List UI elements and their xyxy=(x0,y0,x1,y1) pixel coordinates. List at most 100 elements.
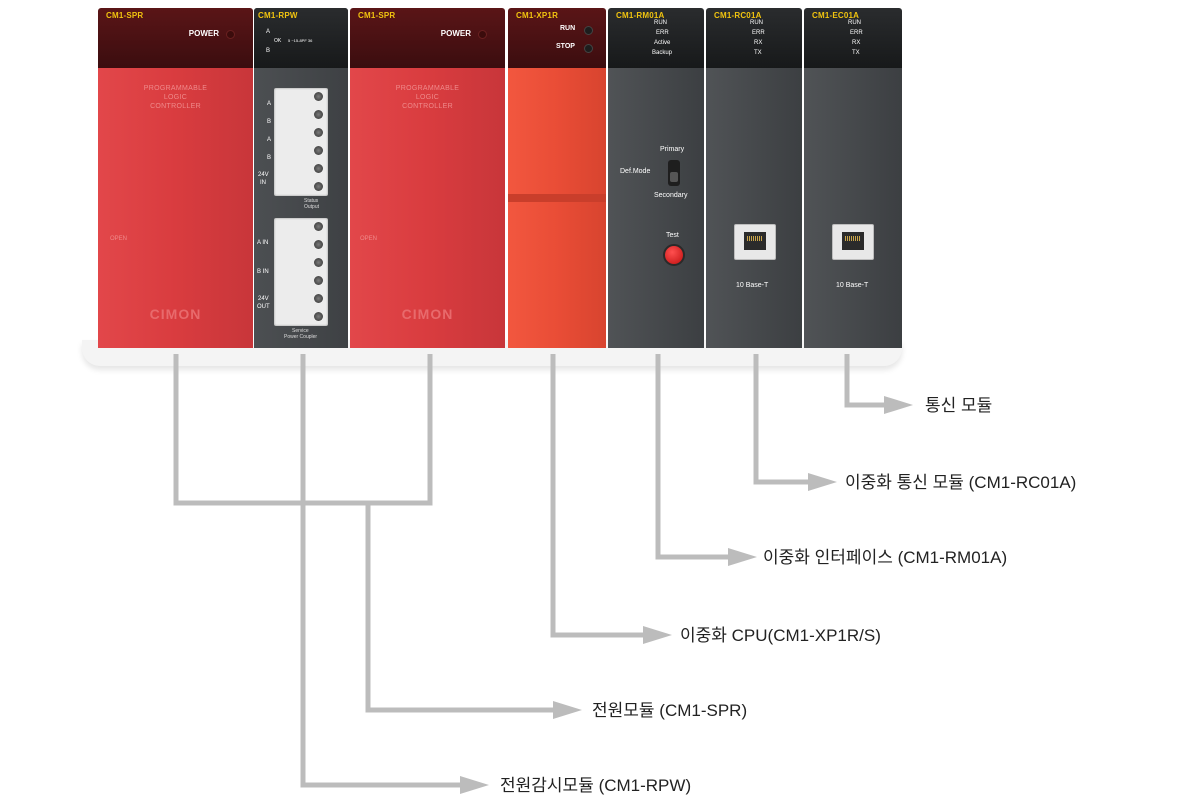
callout-comm-module: 통신 모듈 xyxy=(925,396,993,415)
module-rm01a-body: Primary Def.Mode Secondary Test xyxy=(608,68,704,348)
secondary-label: Secondary xyxy=(654,192,688,199)
callout-rpw: 전원감시모듈 (CM1-RPW) xyxy=(500,776,692,795)
terminal-block-lower xyxy=(274,218,328,326)
arrow-icon xyxy=(728,548,757,566)
a-in-label: A IN xyxy=(257,240,269,246)
arrow-icon xyxy=(553,701,582,719)
tx-label: TX xyxy=(852,50,860,56)
tx-label: TX xyxy=(754,50,762,56)
callout-rc01a: 이중화 통신 모듈 (CM1-RC01A) xyxy=(845,473,1077,492)
comm-callout-line xyxy=(844,354,884,408)
open-label: OPEN xyxy=(110,236,128,242)
cpu-callout-line xyxy=(550,354,643,638)
ok-label: OK xyxy=(274,38,282,44)
module-spr-1-title: CM1-SPR xyxy=(106,11,144,20)
module-spr-2: CM1-SPR POWER PROGRAMMABLE LOGIC CONTROL… xyxy=(350,8,505,348)
module-spr-1: CM1-SPR POWER PROGRAMMABLE LOGIC CONTROL… xyxy=(98,8,253,348)
screw-icon xyxy=(314,146,323,155)
run-label: RUN xyxy=(654,20,667,26)
rx-label: RX xyxy=(852,40,861,46)
module-spr-1-cover: PROGRAMMABLE LOGIC CONTROLLER OPEN CIMON xyxy=(98,68,253,348)
screw-icon xyxy=(314,110,323,119)
out24-label: 24V xyxy=(258,296,269,302)
defmode-label: Def.Mode xyxy=(620,168,651,175)
led-a-label: A xyxy=(266,29,271,35)
face-text-2: LOGIC xyxy=(415,94,440,101)
cover-seam xyxy=(508,194,606,202)
module-spr-2-cover: PROGRAMMABLE LOGIC CONTROLLER OPEN CIMON xyxy=(350,68,505,348)
terminal-block-upper xyxy=(274,88,328,196)
module-rc01a-top: CM1-RC01A RUN ERR RX TX xyxy=(706,8,802,68)
screw-icon xyxy=(314,92,323,101)
module-spr-2-top: CM1-SPR POWER xyxy=(350,8,505,68)
power-label: POWER xyxy=(440,29,471,38)
callout-rm01a: 이중화 인터페이스 (CM1-RM01A) xyxy=(763,548,1008,567)
output-label: Output xyxy=(304,204,320,210)
arrow-icon xyxy=(884,396,913,414)
pin-a1-label: A xyxy=(267,101,272,107)
primary-label: Primary xyxy=(660,146,685,153)
err-label: ERR xyxy=(752,30,765,36)
power-led-icon xyxy=(478,30,487,39)
screw-icon xyxy=(314,182,323,191)
module-rpw-top: CM1-RPW A B OK 5 ~15-8PF 36 xyxy=(254,8,348,68)
module-xp1r-top: CM1-XP1R RUN STOP xyxy=(508,8,606,68)
screw-icon xyxy=(314,312,323,321)
rm01a-callout-line xyxy=(655,354,728,560)
screw-icon xyxy=(314,164,323,173)
screw-icon xyxy=(314,128,323,137)
pin-b1-label: B xyxy=(267,119,272,125)
screw-icon xyxy=(314,222,323,231)
ethernet-port-icon[interactable] xyxy=(832,224,874,260)
module-ec01a-top: CM1-EC01A RUN ERR RX TX xyxy=(804,8,902,68)
run-label: RUN xyxy=(750,20,763,26)
test-button[interactable] xyxy=(663,244,685,266)
face-text-3: CONTROLLER xyxy=(402,103,453,110)
power-label: POWER xyxy=(188,29,219,38)
test-label: Test xyxy=(666,232,679,239)
out24-out-label: OUT xyxy=(257,304,270,310)
module-ec01a-body: 10 Base-T xyxy=(804,68,902,348)
module-ec01a-title: CM1-EC01A xyxy=(812,11,860,20)
mode-switch[interactable] xyxy=(668,160,680,186)
run-label: RUN xyxy=(560,25,576,32)
err-label: ERR xyxy=(656,30,669,36)
module-spr-2-title: CM1-SPR xyxy=(358,11,396,20)
screw-icon xyxy=(314,240,323,249)
service-label: Service xyxy=(292,328,309,334)
err-label: ERR xyxy=(850,30,863,36)
module-rc01a: CM1-RC01A RUN ERR RX TX 10 Base-T xyxy=(706,8,802,348)
b-in-label: B IN xyxy=(257,269,269,275)
run-label: RUN xyxy=(848,20,861,26)
spr-callout-line xyxy=(365,503,553,713)
active-label: Active xyxy=(654,40,671,46)
callout-cpu: 이중화 CPU(CM1-XP1R/S) xyxy=(680,626,881,645)
stop-label: STOP xyxy=(556,43,575,50)
module-ec01a: CM1-EC01A RUN ERR RX TX 10 Base-T xyxy=(804,8,902,348)
power-led-icon xyxy=(226,30,235,39)
brand-logo: CIMON xyxy=(149,306,202,322)
led-b-label: B xyxy=(266,48,271,54)
switch-knob-icon xyxy=(670,172,678,182)
arrow-icon xyxy=(808,473,837,491)
stop-led-icon xyxy=(584,44,593,53)
arrow-icon xyxy=(460,776,489,794)
in24-in-label: IN xyxy=(260,180,266,186)
face-text-1: PROGRAMMABLE xyxy=(143,85,208,92)
module-rpw-title: CM1-RPW xyxy=(258,11,298,20)
ethernet-port-icon[interactable] xyxy=(734,224,776,260)
brand-logo: CIMON xyxy=(401,306,454,322)
pin-b2-label: B xyxy=(267,155,272,161)
rc01a-callout-line xyxy=(753,354,808,485)
face-text-3: CONTROLLER xyxy=(150,103,201,110)
in24-label: 24V xyxy=(258,172,269,178)
screw-icon xyxy=(314,276,323,285)
open-label: OPEN xyxy=(360,236,378,242)
power-coupler-label: Power Coupler xyxy=(284,334,318,340)
rpw-callout-line xyxy=(300,354,460,788)
module-spr-1-top: CM1-SPR POWER xyxy=(98,8,253,68)
module-xp1r-title: CM1-XP1R xyxy=(516,11,559,20)
screw-icon xyxy=(314,258,323,267)
